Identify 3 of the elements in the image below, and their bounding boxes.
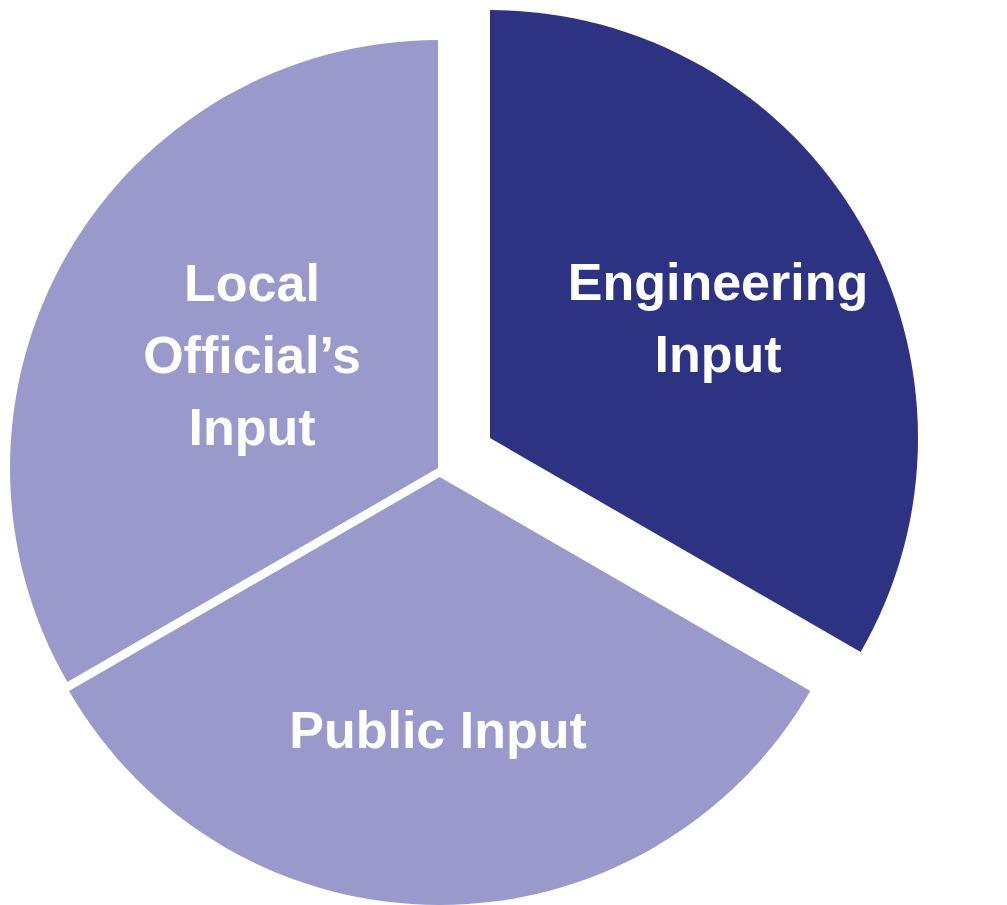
sector-label: Engineering Input bbox=[566, 252, 870, 385]
sector-label: Local Official’s Input bbox=[142, 253, 362, 458]
sector-label: Public Input bbox=[288, 700, 588, 761]
